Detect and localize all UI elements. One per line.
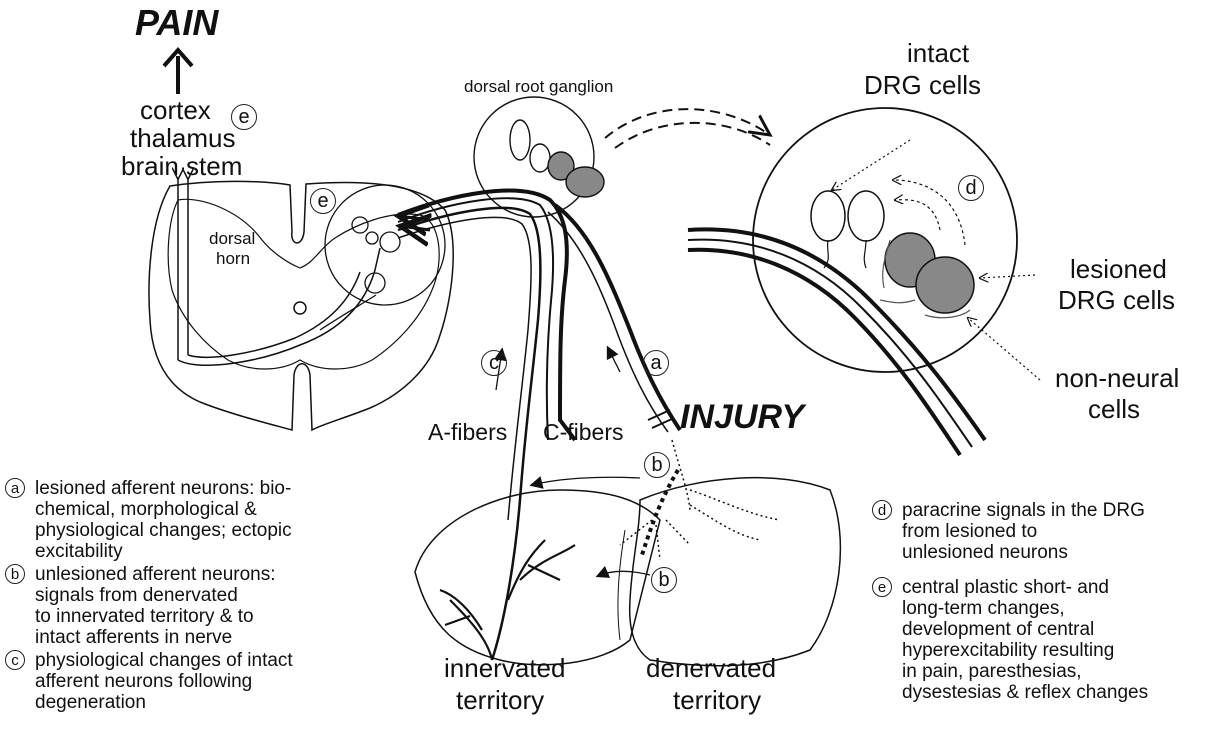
note-a-line: chemical, morphological & [35,499,405,520]
note-c-line: degeneration [35,692,405,713]
pain-label: PAIN [135,4,218,42]
nonneural-label-1: non-neural [1055,365,1179,392]
note-b-line: to innervated territory & to [35,606,405,627]
note-c-marker: c [5,650,25,670]
note-a-line: excitability [35,541,405,562]
notes-left: a lesioned afferent neurons: bio- chemic… [5,478,405,713]
note-e-line: hyperexcitability resulting [902,640,1212,661]
innervated-label-2: territory [456,687,544,714]
ascending-tracts [178,178,380,365]
thalamus-label: thalamus [130,125,236,152]
note-b-line: unlesioned afferent neurons: [35,564,405,585]
a-fibers-label: A-fibers [428,420,507,444]
note-a: a lesioned afferent neurons: bio- chemic… [5,478,405,562]
b-arrows [496,348,650,576]
nonneural-label-2: cells [1088,396,1140,423]
note-a-line: physiological changes; ectopic [35,520,405,541]
injury-label: INJURY [680,400,804,436]
note-e: e central plastic short- and long-term c… [872,577,1212,703]
c-fibers-label: C-fibers [543,420,624,444]
note-b-line: signals from denervated [35,585,405,606]
note-d-marker: d [872,500,892,520]
cortex-label: cortex [140,97,211,124]
note-e-line: central plastic short- and [902,577,1212,598]
denervated-label-2: territory [673,687,761,714]
note-b-marker: b [5,564,25,584]
note-a-line: lesioned afferent neurons: bio- [35,478,405,499]
note-e-marker: e [872,577,892,597]
marker-e-dorsal: e [310,188,336,214]
marker-c: c [481,350,507,376]
denervated-label-1: denervated [646,655,776,682]
notes-right: d paracrine signals in the DRG from lesi… [872,500,1212,703]
lesioned-label-1: lesioned [1070,256,1167,283]
note-d-line: paracrine signals in the DRG [902,500,1212,521]
note-b-line: intact afferents in nerve [35,627,405,648]
drg-label: dorsal root ganglion [464,78,613,96]
note-c-line: physiological changes of intact [35,650,405,671]
note-c-line: afferent neurons following [35,671,405,692]
note-e-line: in pain, paresthesias, [902,661,1212,682]
dorsal-horn-label-2: horn [216,250,250,268]
dorsal-horn-label-1: dorsal [209,230,255,248]
marker-b-bottom: b [651,567,677,593]
intact-label-2: DRG cells [864,72,981,99]
marker-a: a [643,350,669,376]
lesioned-label-2: DRG cells [1058,287,1175,314]
pain-arrow [164,50,192,94]
note-e-line: long-term changes, [902,598,1212,619]
note-a-marker: a [5,478,25,498]
note-e-line: dysestesias & reflex changes [902,682,1212,703]
note-d-line: unlesioned neurons [902,542,1212,563]
degenerated-fibers [620,440,780,560]
marker-e-top: e [231,104,257,130]
marker-d: d [958,175,984,201]
note-b: b unlesioned afferent neurons: signals f… [5,564,405,648]
marker-b-top: b [644,452,670,478]
magnify-arrow [605,109,770,148]
note-e-line: development of central [902,619,1212,640]
note-c: c physiological changes of intact affere… [5,650,405,713]
note-d-line: from lesioned to [902,521,1212,542]
brain-stem-label: brain stem [121,153,242,180]
innervated-label-1: innervated [444,655,565,682]
note-d: d paracrine signals in the DRG from lesi… [872,500,1212,563]
intact-label-1: intact [907,40,969,67]
